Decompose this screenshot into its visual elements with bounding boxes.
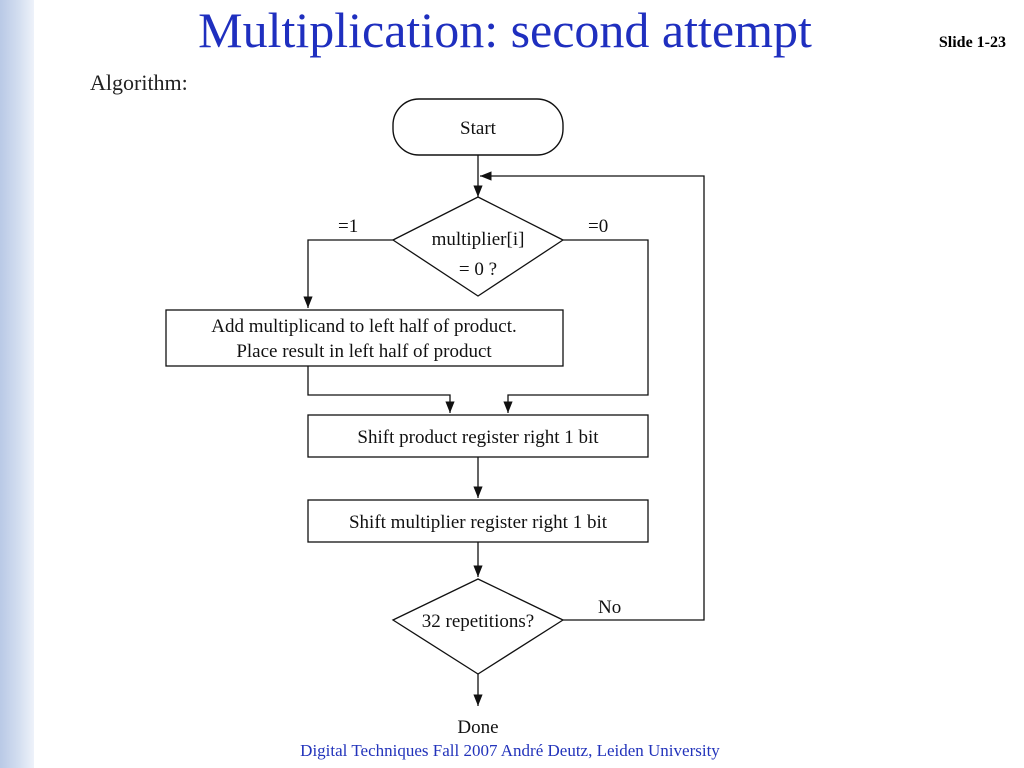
add-box-line2: Place result in left half of product [236, 341, 492, 362]
slide-footer: Digital Techniques Fall 2007 André Deutz… [300, 741, 720, 760]
decision-multiplier-diamond [391, 196, 565, 297]
shift-product-label: Shift product register right 1 bit [357, 427, 599, 448]
add-multiplicand-box [165, 309, 564, 367]
add-box-line1: Add multiplicand to left half of product… [211, 316, 517, 337]
no-label: No [598, 597, 621, 618]
decision-multiplier-line2: = 0 ? [459, 259, 497, 280]
branch-one-label: =1 [338, 216, 358, 237]
shift-multiplier-box [307, 499, 649, 543]
slide-number: Slide 1-23 [938, 34, 1006, 51]
algorithm-label: Algorithm: [90, 70, 188, 95]
done-label: Done [457, 717, 498, 738]
branch-one-line [303, 239, 393, 308]
slide-side-bar [0, 0, 34, 768]
decision-multiplier-line1: multiplier[i] [432, 229, 525, 250]
arrow-add-to-shift [307, 366, 455, 413]
branch-zero-line [503, 239, 649, 413]
no-loop-line [480, 171, 705, 621]
slide-title: Multiplication: second attempt [198, 2, 812, 58]
decision-repetitions-label: 32 repetitions? [422, 611, 534, 632]
start-label: Start [460, 118, 497, 139]
shift-multiplier-label: Shift multiplier register right 1 bit [349, 512, 608, 533]
branch-zero-label: =0 [588, 216, 608, 237]
